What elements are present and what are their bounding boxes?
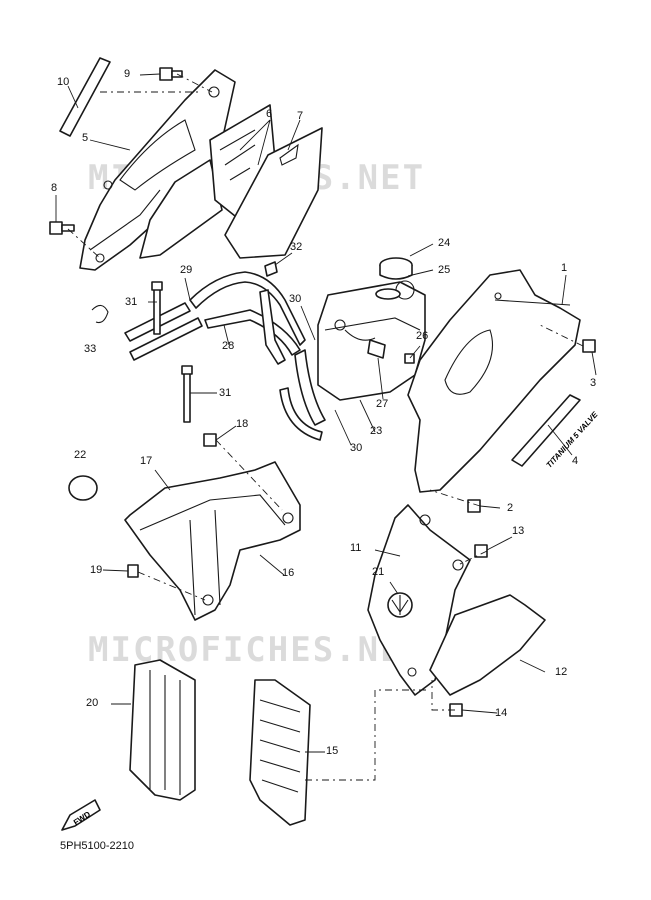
part-21-emblem [387,592,413,618]
callout-22: 22 [74,449,87,461]
callout-31-upper: 31 [125,296,138,308]
part-17-radiator-guard [124,461,301,621]
callout-15: 15 [326,745,339,757]
part-33-clip [91,304,109,324]
fwd-arrow [61,799,101,831]
part-30-overflow-hose [279,349,326,441]
part-6-decals [139,104,276,259]
part-2-bolt [467,499,481,513]
part-1-side-cover [407,269,581,493]
part-24-cap [379,257,413,280]
part-26-bolt [404,353,415,364]
callout-26: 26 [416,330,429,342]
part-18-bolt [203,433,217,447]
callout-10: 10 [57,76,70,88]
callout-23: 23 [370,425,383,437]
callout-6: 6 [266,108,273,120]
leader-lines [55,73,597,781]
part-25-hose [375,288,401,300]
callout-17: 17 [140,455,153,467]
callout-14: 14 [495,707,508,719]
callout-2: 2 [507,502,514,514]
drawing-code: 5PH5100-2210 [60,840,135,852]
callout-4: 4 [572,455,579,467]
callout-8: 8 [51,182,58,194]
callout-9: 9 [124,68,131,80]
callout-18: 18 [236,418,249,430]
callout-7: 7 [297,110,304,122]
part-15-radiator-grille [249,679,311,826]
callout-30-upper: 30 [289,293,302,305]
part-20-radiator [129,659,196,801]
callout-20: 20 [86,697,99,709]
callout-27: 27 [376,398,389,410]
callout-25: 25 [438,264,451,276]
part-5-left-scoop [79,69,236,271]
callout-33: 33 [84,343,97,355]
part-4-decal [511,394,581,467]
callout-12: 12 [555,666,568,678]
part-12-lower-cover [429,594,546,696]
part-11-shroud [367,504,471,696]
callout-30-lower: 30 [350,442,363,454]
callout-21: 21 [372,566,385,578]
callout-13: 13 [512,525,525,537]
part-19-bolt [127,564,139,578]
part-31-cable-ties [151,281,193,423]
callout-1: 1 [561,262,568,274]
callout-31-lower: 31 [219,387,232,399]
part-13-bolt [474,544,488,558]
part-3-bolt [582,339,596,353]
part-7-decal [224,127,323,259]
callout-3: 3 [590,377,597,389]
part-10-strip [59,57,111,137]
callout-19: 19 [90,564,103,576]
part-9-bolt [159,67,183,81]
callout-16: 16 [282,567,295,579]
part-22-grommet [68,475,98,501]
part-27-clamp [367,339,386,359]
part-32-clamp [264,261,278,277]
callout-5: 5 [82,132,89,144]
callout-24: 24 [438,237,451,249]
callout-29: 29 [180,264,193,276]
callout-32: 32 [290,241,303,253]
callout-11: 11 [350,542,362,554]
callout-28: 28 [222,340,235,352]
part-8-bolt [49,221,75,235]
